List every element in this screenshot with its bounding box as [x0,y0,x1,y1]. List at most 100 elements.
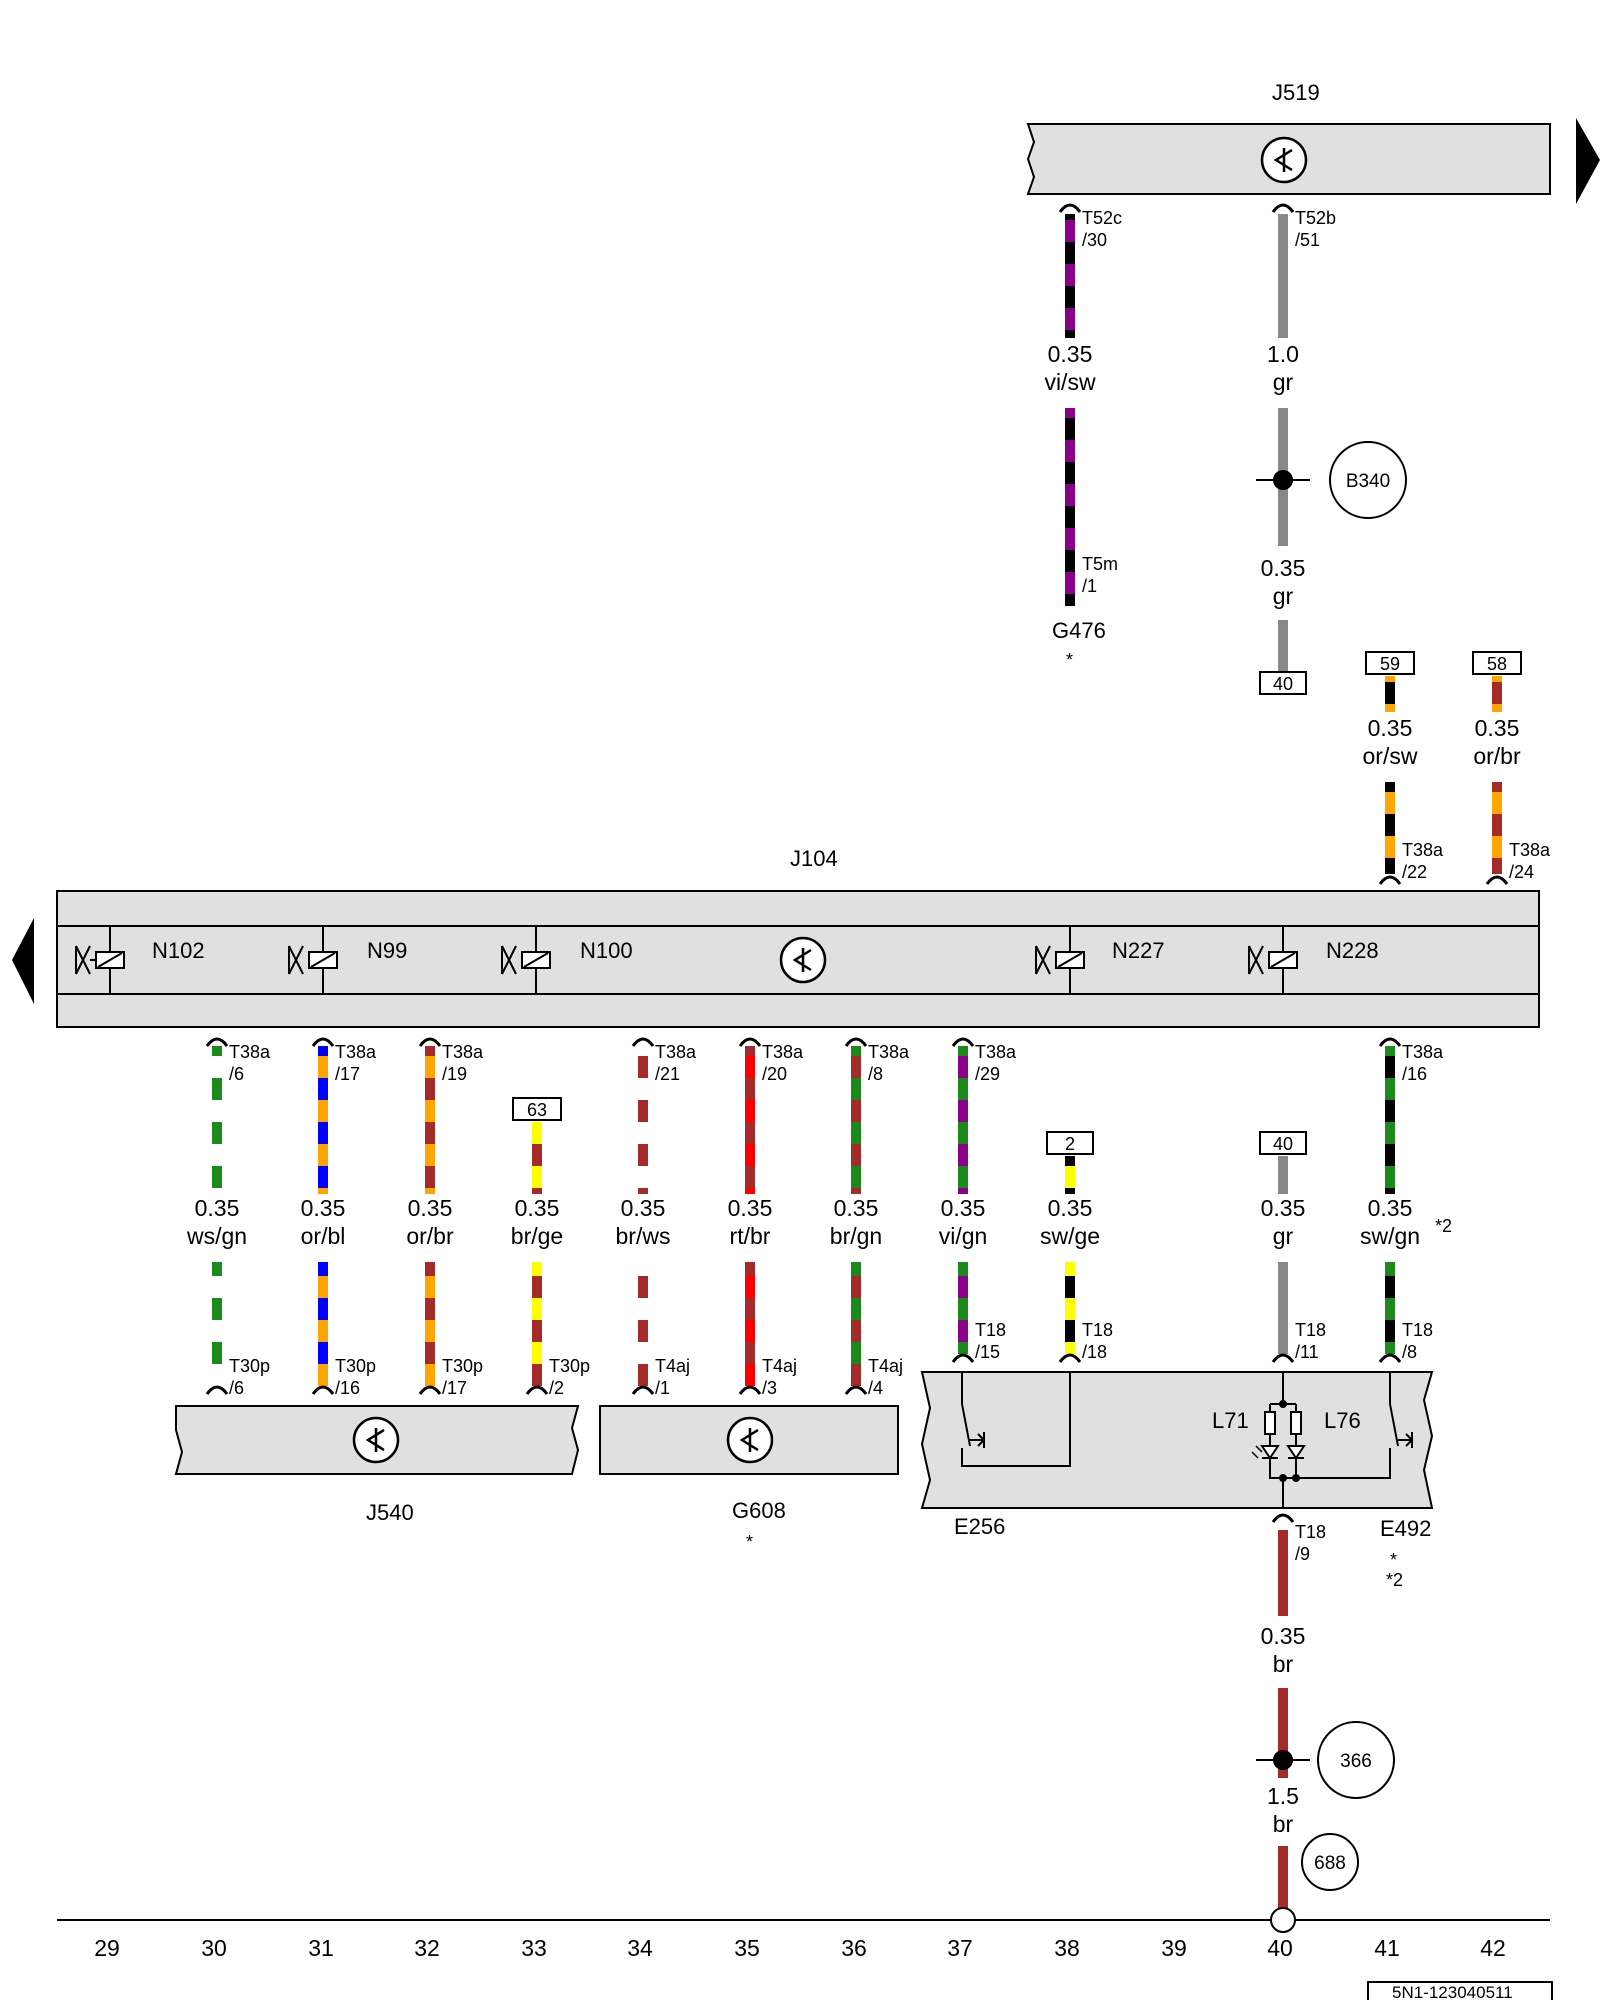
wire-gr-upper [1278,214,1288,338]
ground-rail-node [1270,1907,1296,1933]
pin-num: /17 [335,1064,360,1084]
j104-label: J104 [790,846,838,871]
wire-size: 0.35 [1475,715,1520,741]
pin-conn: T38a [655,1042,697,1062]
wire-color: or/br [1473,743,1521,769]
wire-gr-lower [1278,620,1288,672]
wire-color: vi/gn [939,1223,988,1249]
pin-num: /16 [335,1378,360,1398]
wire-br-mid [1278,1688,1288,1778]
pin-conn: T38a [229,1042,271,1062]
pin-conn: T38a [442,1042,484,1062]
pin-labels: T52c /30 T52b /51 T5m /1 T38a /22 T38a /… [229,208,1551,1564]
pin-conn: T18 [1402,1320,1433,1340]
wire-or-sw-upper [1385,676,1395,712]
e492-footnote: *2 [1386,1570,1403,1590]
ref-boxes [512,651,1522,1155]
wire-color: rt/br [730,1223,771,1249]
g608-note: * [746,1532,753,1552]
wire-color: or/sw [1363,743,1418,769]
wire-color: gr [1273,369,1294,395]
ground-688 [1301,1833,1359,1891]
wire-br-ge-upper [532,1122,542,1194]
wire-color: or/br [406,1223,454,1249]
wire-color: br/ws [616,1223,671,1249]
n228-label: N228 [1326,938,1379,963]
pin-symbols [205,203,1509,1523]
pin-num: /8 [1402,1342,1417,1362]
column-number: 38 [1054,1935,1080,1961]
j519-label: J519 [1272,80,1320,105]
wire-size: 0.35 [621,1195,666,1221]
column-number: 39 [1161,1935,1187,1961]
ref-40-bottom: 40 [1273,1134,1293,1154]
wire-sw-ge-upper [1065,1156,1075,1194]
pin-conn: T18 [1295,1320,1326,1340]
wire-labels: 0.35 vi/sw 1.0 gr 0.35 gr 0.35 or/sw 0.3… [186,341,1521,1837]
pin-conn: T38a [1509,840,1551,860]
l71-label: L71 [1212,1408,1249,1433]
l76-label: L76 [1324,1408,1361,1433]
column-number: 41 [1374,1935,1400,1961]
pin-num: /22 [1402,862,1427,882]
pin-num: /6 [229,1378,244,1398]
pin-conn: T4aj [762,1356,797,1376]
splice-b340 [1256,441,1407,519]
pin-conn: T38a [1402,840,1444,860]
wire-br-gn-upper [851,1046,861,1194]
pin-conn: T52c [1082,208,1122,228]
pin-num: /15 [975,1342,1000,1362]
wire-br-ge-lower [532,1262,542,1386]
g366-label: 366 [1340,1751,1372,1772]
pin-conn: T30p [549,1356,590,1376]
wire-sw-gn-lower [1385,1262,1395,1354]
wire-size: 0.35 [1048,1195,1093,1221]
pin-num: /2 [549,1378,564,1398]
pin-num: /16 [1402,1064,1427,1084]
valve-n99 [288,926,338,994]
valve-n100 [501,926,551,994]
pin-conn: T4aj [655,1356,690,1376]
pin-conn: T38a [1402,1042,1444,1062]
wire-vi-gn-lower [958,1262,968,1354]
wire-ws-gn-lower [212,1262,222,1386]
pin-num: /6 [229,1064,244,1084]
wire-color: br [1273,1651,1294,1677]
pin-conn: T18 [1082,1320,1113,1340]
j104-unit [12,890,1540,1028]
g608-unit [599,1405,899,1475]
wire-size: 0.35 [515,1195,560,1221]
wire-size: 0.35 [1368,1195,1413,1221]
n102-label: N102 [152,938,205,963]
column-number: 31 [308,1935,334,1961]
wire-size: 0.35 [1368,715,1413,741]
ref-2: 2 [1065,1134,1075,1154]
wire-color: br/ge [511,1223,563,1249]
ref-58: 58 [1487,654,1507,674]
pin-num: /8 [868,1064,883,1084]
column-number: 35 [734,1935,760,1961]
wire-gr-40-upper [1278,1156,1288,1194]
pin-num: /3 [762,1378,777,1398]
wire-size: 1.5 [1267,1783,1299,1809]
pin-num: /9 [1295,1544,1310,1564]
pin-conn: T30p [229,1356,270,1376]
column-number: 29 [94,1935,120,1961]
column-number: 30 [201,1935,227,1961]
wire-br-ws-lower [638,1262,648,1386]
wire-ws-gn-upper [212,1046,222,1194]
column-number: 33 [521,1935,547,1961]
wire-size: 0.35 [1048,341,1093,367]
wire-vi-sw-upper [1065,214,1075,338]
pin-conn: T38a [868,1042,910,1062]
wire-color: sw/gn [1360,1223,1420,1249]
wire-color: or/bl [301,1223,346,1249]
g608-label: G608 [732,1498,786,1523]
wire-color: br [1273,1811,1294,1837]
pin-conn: T38a [762,1042,804,1062]
n227-label: N227 [1112,938,1165,963]
wire-size: 0.35 [834,1195,879,1221]
wire-rt-br-lower [745,1262,755,1386]
wire-size: 0.35 [301,1195,346,1221]
